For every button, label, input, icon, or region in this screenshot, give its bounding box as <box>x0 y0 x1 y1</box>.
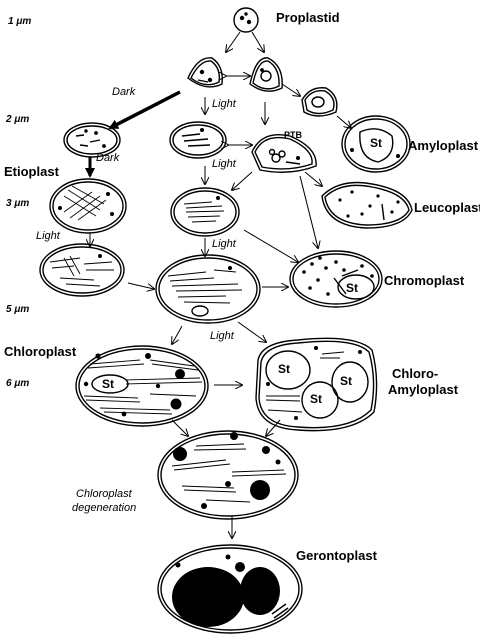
arrow-etio-chloro <box>127 282 154 289</box>
plastid-young-amyloplast <box>301 87 338 117</box>
proplastid-shape <box>233 7 259 33</box>
scale-5um: 5 μm <box>6 304 30 315</box>
label-st-amyloplast: St <box>370 136 382 150</box>
label-etioplast: Etioplast <box>4 164 59 179</box>
label-degeneration-1: Chloroplast <box>76 488 132 500</box>
label-chloro-amyloplast-2: Amyloplast <box>388 382 459 397</box>
arrow-to-chromo <box>243 229 298 262</box>
plastid-ptb <box>251 134 317 173</box>
plastid-chromoplast <box>289 250 383 308</box>
label-st-ca-3: St <box>310 392 322 406</box>
label-chloro-amyloplast-1: Chloro- <box>392 366 439 381</box>
plastid-young-center <box>249 57 283 92</box>
plastid-gerontoplast <box>157 544 303 634</box>
arrow-down-left <box>172 325 183 344</box>
label-chloroplast: Chloroplast <box>4 344 77 359</box>
label-gerontoplast: Gerontoplast <box>296 548 377 563</box>
plastid-degeneration <box>157 430 299 520</box>
label-light-1: Light <box>212 98 236 110</box>
arrow-to-degen-left <box>171 419 188 436</box>
plastid-transition <box>39 243 125 297</box>
label-chromoplast: Chromoplast <box>384 273 465 288</box>
scale-3um: 3 μm <box>6 198 30 209</box>
plastid-light-3 <box>170 187 240 237</box>
label-dark-1: Dark <box>112 86 136 98</box>
arrow-proplastid-right <box>251 31 264 52</box>
plastid-chloro-amyloplast <box>255 337 378 432</box>
scale-6um: 6 μm <box>6 378 30 389</box>
label-st-ca-1: St <box>278 362 290 376</box>
label-dark-2: Dark <box>96 152 120 164</box>
arrow-down-right <box>237 321 266 342</box>
plastid-light-2 <box>169 121 227 159</box>
arrow-ptb-chromo <box>299 175 318 248</box>
plastid-young-left <box>187 57 223 88</box>
scale-2um: 2 μm <box>6 114 30 125</box>
label-st-chloroplast: St <box>102 377 114 391</box>
arrow-proplastid-left <box>226 31 241 52</box>
label-light-4: Light <box>212 238 236 250</box>
label-light-2: Light <box>212 158 236 170</box>
arrow-to-amyloplast <box>336 115 351 128</box>
plastid-etioplast <box>49 178 127 234</box>
label-amyloplast: Amyloplast <box>408 138 479 153</box>
arrows <box>85 31 351 538</box>
label-st-ca-2: St <box>340 374 352 388</box>
plastid-young-chloroplast <box>155 254 261 324</box>
label-leucoplast: Leucoplast <box>414 200 480 215</box>
arrow-to-amylo-young <box>281 83 300 96</box>
arrow-ptb-left <box>232 171 253 190</box>
plastid-dark <box>63 122 121 158</box>
scale-1um: 1 μm <box>8 16 32 27</box>
arrow-dark-big <box>108 90 181 130</box>
plastid-amyloplast <box>341 115 411 173</box>
label-degeneration-2: degeneration <box>72 502 137 514</box>
label-ptb: PTB <box>284 130 302 140</box>
label-light-5: Light <box>210 330 234 342</box>
arrow-ptb-leuco <box>304 171 322 186</box>
label-proplastid: Proplastid <box>276 10 340 25</box>
plastid-leucoplast <box>321 181 413 229</box>
label-st-chromoplast: St <box>346 281 358 295</box>
plastid-chloroplast <box>75 345 209 427</box>
label-light-3: Light <box>36 230 60 242</box>
